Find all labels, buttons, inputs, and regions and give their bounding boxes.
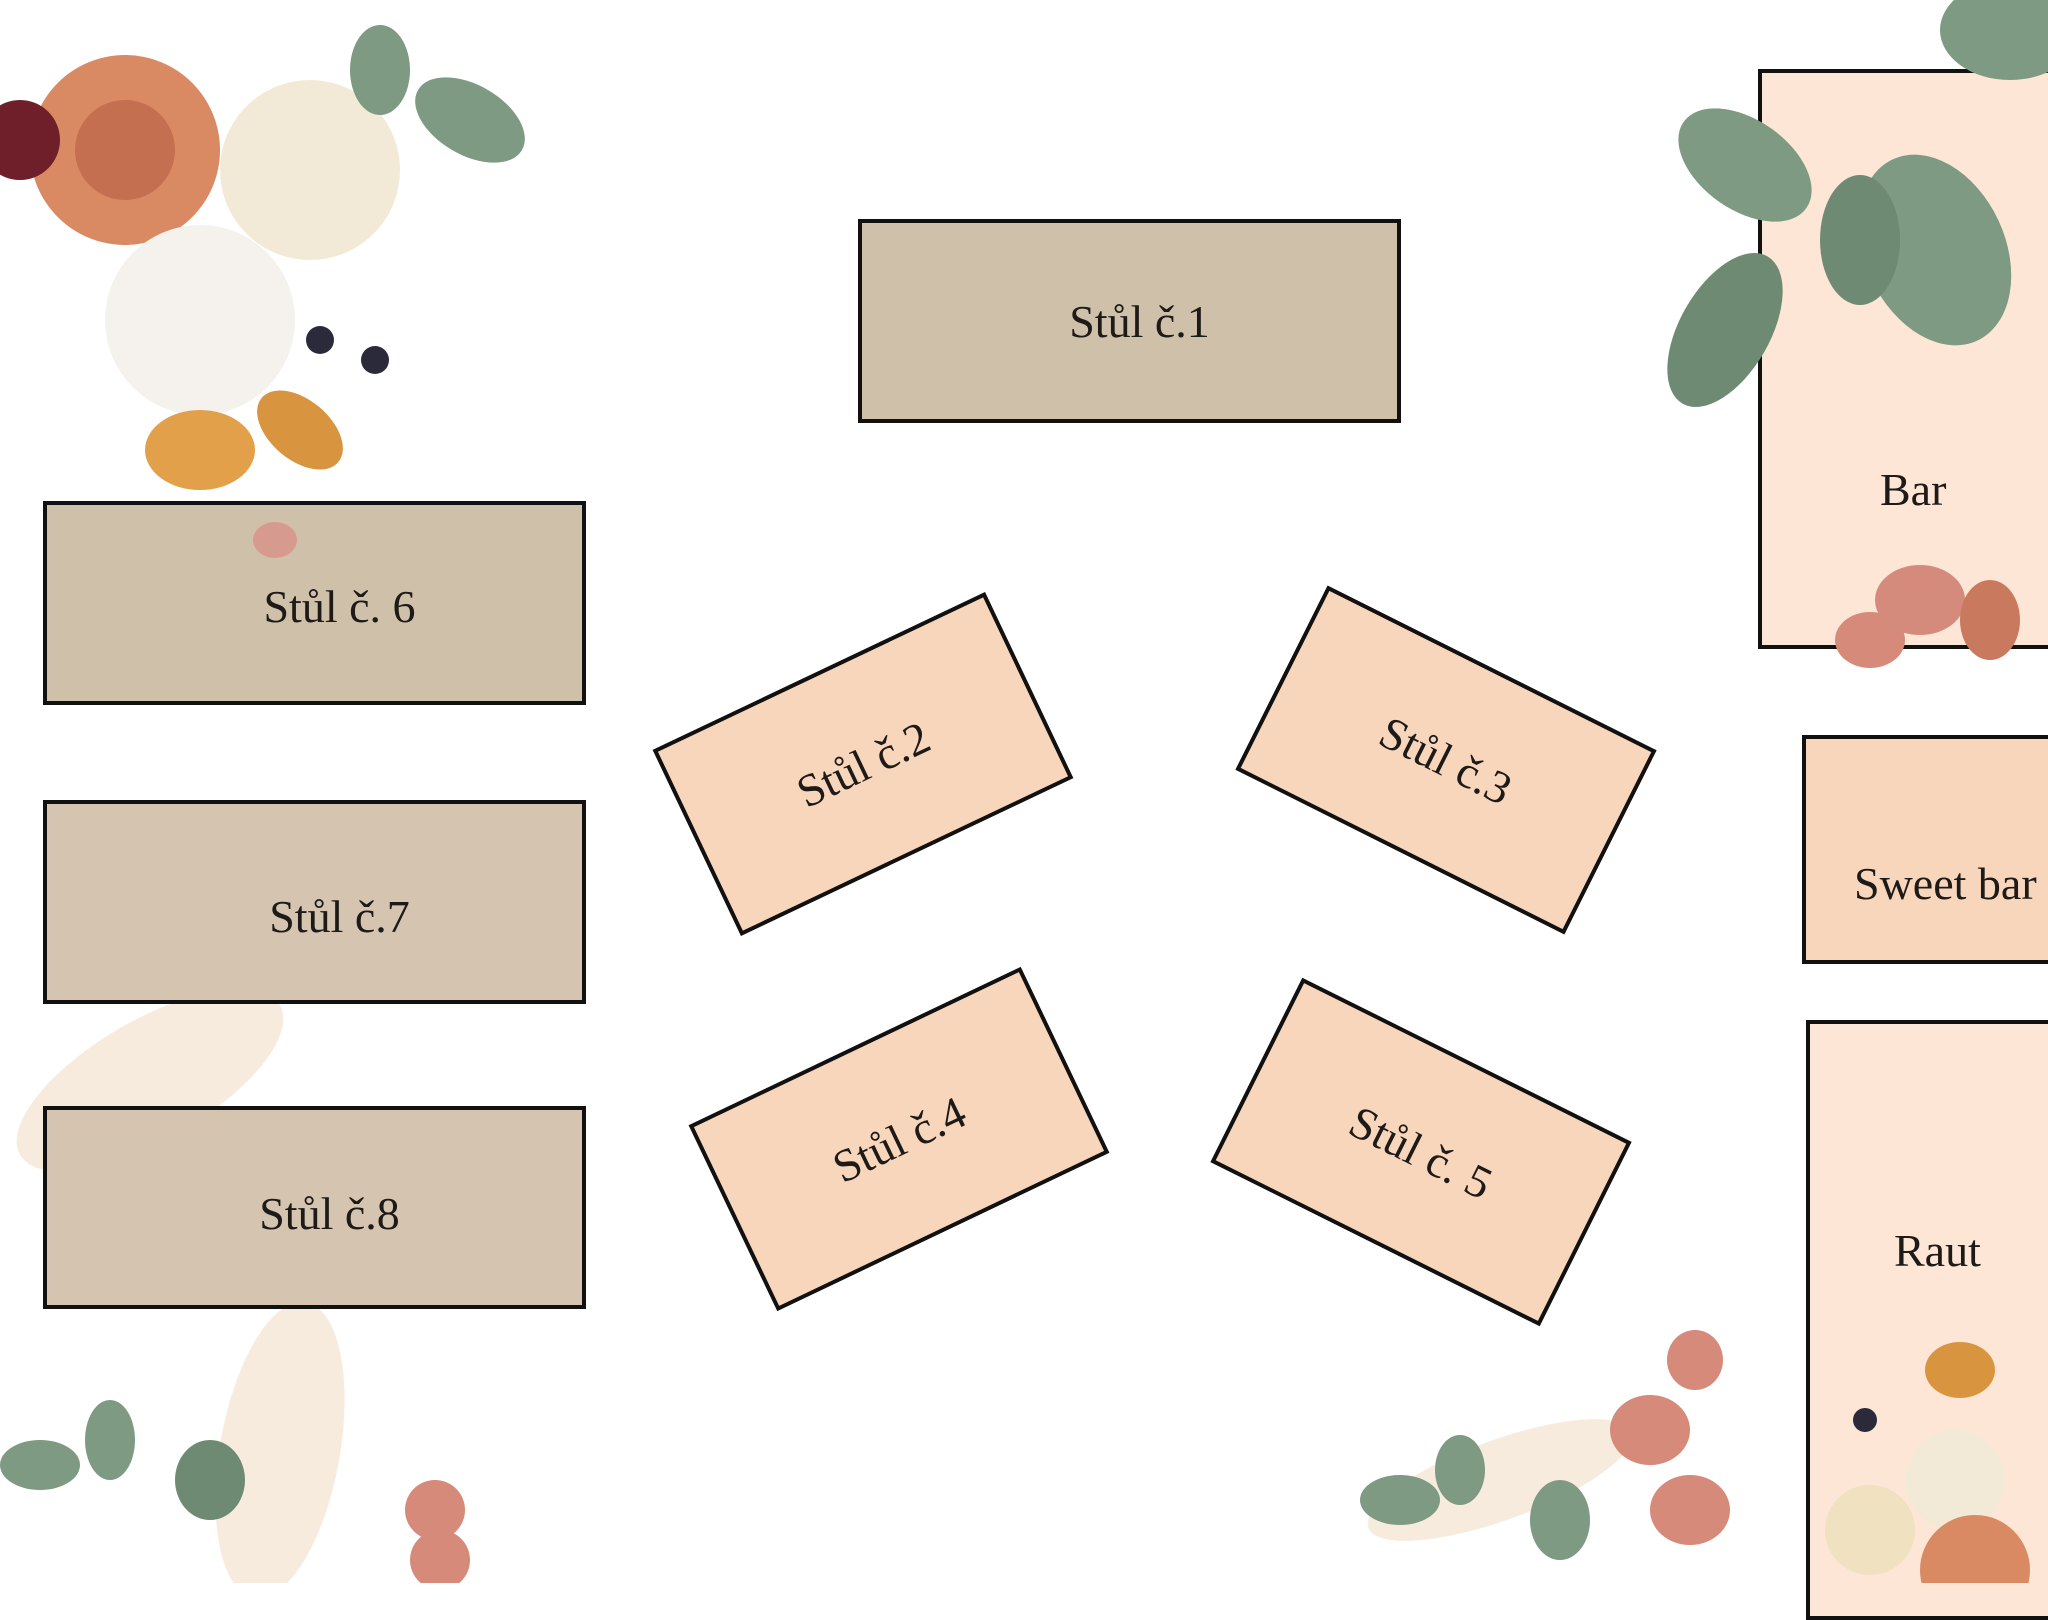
table-label: Stůl č. 5 [1341, 1095, 1501, 1209]
bar-label: Bar [1880, 464, 1947, 515]
bar-station[interactable]: Bar [1758, 69, 2048, 649]
table-label: Stůl č.7 [269, 890, 410, 942]
buffet-label: Raut [1894, 1225, 1981, 1276]
eucalyptus-icon [0, 1330, 1730, 1583]
table-label: Stůl č.1 [1069, 295, 1210, 347]
table-5[interactable]: Stůl č. 5 [1210, 977, 1632, 1327]
buffet-station[interactable]: Raut [1806, 1020, 2048, 1620]
table-7[interactable]: Stůl č.7 [43, 800, 586, 1004]
table-4[interactable]: Stůl č.4 [688, 966, 1110, 1312]
sweet-bar-station[interactable]: Sweet bar [1802, 735, 2048, 964]
table-8[interactable]: Stůl č.8 [43, 1106, 586, 1309]
table-label: Stůl č.3 [1371, 705, 1521, 815]
table-label: Stůl č.4 [824, 1085, 974, 1193]
table-1[interactable]: Stůl č.1 [858, 219, 1401, 423]
table-label: Stůl č.2 [788, 710, 938, 818]
rose-bouquet-icon [0, 25, 525, 558]
table-2[interactable]: Stůl č.2 [652, 592, 1074, 936]
table-3[interactable]: Stůl č.3 [1235, 585, 1657, 935]
sweet-bar-label: Sweet bar [1854, 858, 2037, 909]
table-label: Stůl č.8 [259, 1188, 400, 1239]
table-label: Stůl č. 6 [263, 580, 416, 632]
table-6[interactable]: Stůl č. 6 [43, 501, 586, 705]
